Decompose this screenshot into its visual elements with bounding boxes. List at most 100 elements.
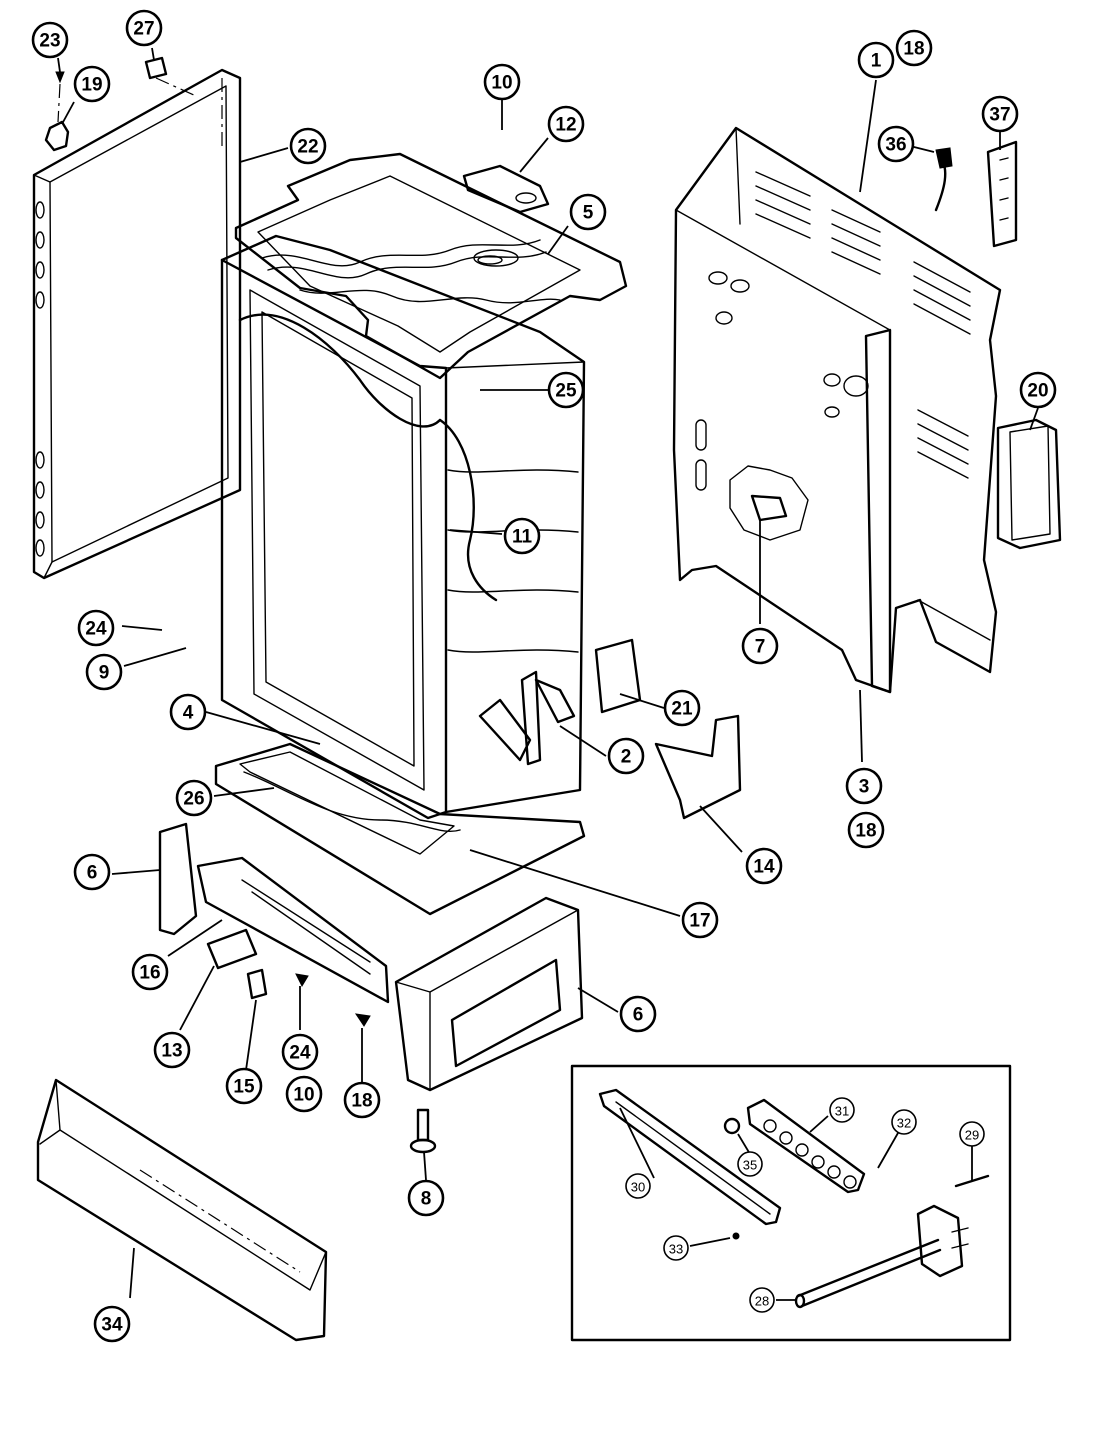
callout-label: 19: [81, 75, 102, 96]
callout-12: 12: [547, 105, 585, 143]
callout-label: 9: [99, 663, 110, 684]
callout-29: 29: [959, 1121, 985, 1147]
callout-circle: [225, 1067, 263, 1105]
front-frame-part: [158, 822, 390, 1004]
callout-6: 6: [73, 853, 111, 891]
callout-22: 22: [289, 127, 327, 165]
callout-5: 5: [569, 193, 607, 231]
callout-circle: [289, 127, 327, 165]
callout-circle: [77, 609, 115, 647]
callout-24: 24: [281, 1033, 319, 1071]
callout-circle: [131, 953, 169, 991]
callout-1: 1: [857, 41, 895, 79]
callout-18: 18: [895, 29, 933, 67]
callout-circle: [829, 1097, 855, 1123]
callout-label: 13: [161, 1041, 182, 1062]
callout-circle: [847, 811, 885, 849]
callout-circle: [663, 1235, 689, 1261]
back-panel-part: [672, 126, 1002, 694]
callout-circle: [857, 41, 895, 79]
callout-28: 28: [749, 1287, 775, 1313]
callout-label: 22: [297, 137, 318, 158]
side-panel-part: [32, 68, 242, 580]
callout-label: 4: [183, 703, 194, 724]
callout-label: 21: [671, 699, 693, 720]
callout-17: 17: [681, 901, 719, 939]
callout-label: 6: [633, 1005, 644, 1026]
callout-33: 33: [663, 1235, 689, 1261]
control-panel-inset: [570, 1064, 1012, 1342]
callout-label: 30: [631, 1180, 645, 1195]
callout-label: 34: [101, 1315, 123, 1336]
callout-label: 32: [897, 1116, 911, 1131]
callout-3: 3: [845, 767, 883, 805]
callout-10: 10: [285, 1075, 323, 1113]
callout-label: 1: [871, 51, 882, 72]
callout-circle: [569, 193, 607, 231]
callout-circle: [547, 371, 585, 409]
callout-label: 31: [835, 1104, 849, 1119]
callout-26: 26: [175, 779, 213, 817]
callout-label: 10: [293, 1085, 314, 1106]
callout-label: 18: [903, 39, 924, 60]
callout-label: 14: [753, 857, 775, 878]
callout-circle: [343, 1081, 381, 1119]
callout-label: 24: [85, 619, 107, 640]
callout-label: 8: [421, 1189, 432, 1210]
callout-15: 15: [225, 1067, 263, 1105]
callout-circle: [745, 847, 783, 885]
callout-21: 21: [663, 689, 701, 727]
callout-label: 5: [583, 203, 594, 224]
callout-18: 18: [343, 1081, 381, 1119]
callout-36: 36: [877, 125, 915, 163]
callout-circle: [625, 1173, 651, 1199]
callout-circle: [737, 1151, 763, 1177]
callout-8: 8: [407, 1179, 445, 1217]
callout-circle: [547, 105, 585, 143]
callout-circle: [895, 29, 933, 67]
callout-23: 23: [31, 21, 69, 59]
callout-circle: [125, 9, 163, 47]
callout-label: 33: [669, 1242, 683, 1257]
cord-and-block-parts: [934, 140, 1018, 248]
callout-circle: [281, 1033, 319, 1071]
callout-label: 27: [133, 19, 154, 40]
callout-label: 3: [859, 777, 870, 798]
callout-circle: [619, 995, 657, 1033]
callout-label: 28: [755, 1294, 769, 1309]
callout-16: 16: [131, 953, 169, 991]
callout-label: 10: [491, 73, 512, 94]
callout-circle: [503, 517, 541, 555]
callout-circle: [959, 1121, 985, 1147]
callout-37: 37: [981, 95, 1019, 133]
callout-6: 6: [619, 995, 657, 1033]
callout-34: 34: [93, 1305, 131, 1343]
callout-circle: [31, 21, 69, 59]
callout-10: 10: [483, 63, 521, 101]
clip-parts: [44, 56, 197, 152]
callout-label: 17: [689, 911, 710, 932]
callout-circle: [407, 1179, 445, 1217]
callout-circle: [483, 63, 521, 101]
callout-label: 20: [1027, 381, 1048, 402]
callout-label: 12: [555, 115, 576, 136]
callout-label: 26: [183, 789, 204, 810]
oven-cavity-part: [220, 234, 586, 820]
callout-circle: [891, 1109, 917, 1135]
callout-label: 18: [855, 821, 876, 842]
callout-label: 36: [885, 135, 906, 156]
callout-label: 7: [755, 637, 766, 658]
callout-label: 23: [39, 31, 60, 52]
callout-circle: [73, 853, 111, 891]
callout-4: 4: [169, 693, 207, 731]
callout-32: 32: [891, 1109, 917, 1135]
callout-label: 35: [743, 1158, 757, 1173]
callout-label: 15: [233, 1077, 255, 1098]
callout-circle: [169, 693, 207, 731]
callout-13: 13: [153, 1031, 191, 1069]
callout-24: 24: [77, 609, 115, 647]
callout-circle: [73, 65, 111, 103]
callout-18: 18: [847, 811, 885, 849]
callout-circle: [877, 125, 915, 163]
